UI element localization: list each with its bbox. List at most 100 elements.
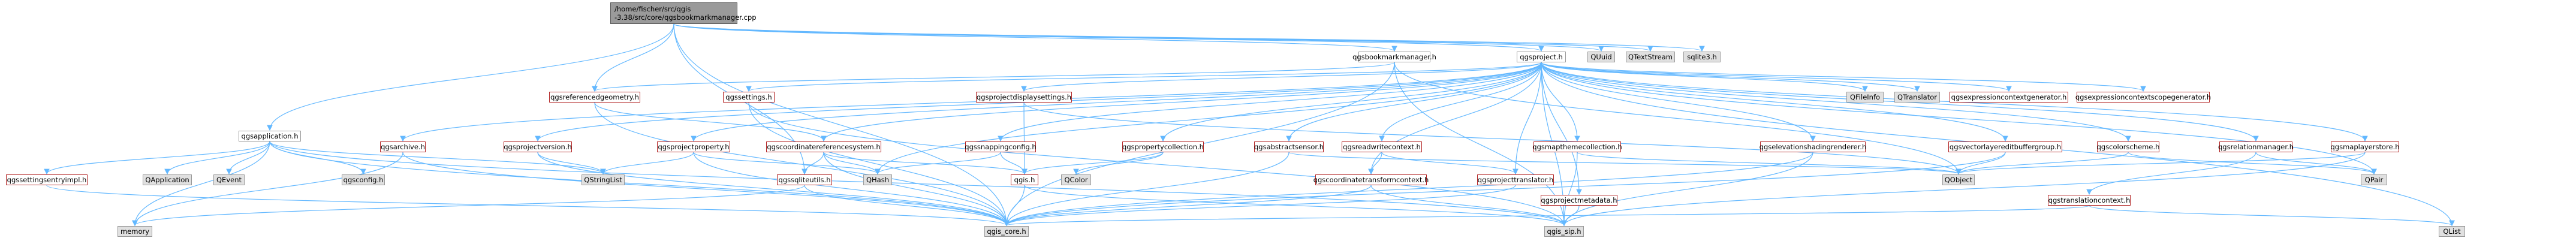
root-file-node[interactable]: /home/fischer/src/qgis-3.38/src/core/qgs… (610, 2, 757, 24)
edge-qgsapplication-h-to-qgis-core-h (269, 141, 1010, 227)
node-qpair[interactable]: QPair (2361, 174, 2387, 185)
node-qstringlist[interactable]: QStringList (582, 174, 625, 185)
node-qgssqliteutils-h[interactable]: qgssqliteutils.h (777, 174, 832, 185)
node-qhash[interactable]: QHash (863, 174, 892, 185)
node-qtranslator[interactable]: QTranslator (1894, 92, 1940, 103)
edge-root-to-sqlite3-h (673, 23, 1705, 52)
edge-qgscoordinatetransformcontext-h-to-qgis-core-h (1004, 185, 1372, 227)
node-qgsmapthemecollection-h[interactable]: qgsmapthemecollection.h (1532, 141, 1622, 152)
edge-qgsproject-h-to-qfileinfo (1541, 62, 1868, 92)
edge-qgsproject-h-to-qgsexpressioncontextgenerator-h (1541, 62, 2012, 92)
edge-qgscoordinatereferencesystem-h-to-qgis-core-h (823, 152, 1010, 227)
node-qgsprojectdisplaysettings-h[interactable]: qgsprojectdisplaysettings.h (976, 92, 1072, 103)
edge-qgsapplication-h-to-memory (132, 141, 270, 227)
node-qtextstream[interactable]: QTextStream (1626, 52, 1675, 62)
node-qgsvectorlayereditbuffergroup-h[interactable]: qgsvectorlayereditbuffergroup.h (1948, 141, 2062, 152)
node-qgssettingsentryimpl-h[interactable]: qgssettingsentryimpl.h (6, 174, 88, 185)
edge-qgscolorscheme-h-to-qpair (2128, 152, 2377, 175)
edge-qgsproject-h-to-qhash (875, 62, 1542, 175)
node-qgsconfig-h[interactable]: qgsconfig.h (342, 174, 385, 185)
edge-qgscoordinatetransformcontext-h-to-qgis-sip-h (1370, 185, 1567, 227)
node-qgstranslationcontext-h[interactable]: qgstranslationcontext.h (2048, 195, 2131, 206)
edge-qgsprojectversion-h-to-qgis-core-h (537, 152, 1010, 227)
edge-qgsbookmarkmanager-h-to-qobject (1394, 62, 1962, 175)
edge-qgselevationshadingrenderer-h-to-qgis-sip-h (1561, 152, 1813, 227)
node-qgssnappingconfig-h[interactable]: qgssnappingconfig.h (965, 141, 1037, 152)
node-qgsabstractsensor-h[interactable]: qgsabstractsensor.h (1254, 141, 1324, 152)
node-qgsprojecttranslator-h[interactable]: qgsprojecttranslator.h (1477, 174, 1554, 185)
edge-qgspropertycollection-h-to-qcolor (1073, 152, 1164, 175)
edge-qgsmaplayerstore-h-to-qobject (1956, 152, 2366, 175)
node-qevent[interactable]: QEvent (213, 174, 245, 185)
edge-qgsmapthemecollection-h-to-qobject (1577, 152, 1962, 175)
node-qgsexpressioncontextscopegenerator-h[interactable]: qgsexpressioncontextscopegenerator.h (2075, 92, 2211, 103)
edge-qgsprojectdisplaysettings-h-to-qobject (1023, 102, 1962, 175)
edge-qgssnappingconfig-h-to-qhash (875, 152, 1001, 175)
edge-qgsprojectproperty-h-to-qhash (693, 152, 881, 175)
node-qgis-sip-h[interactable]: qgis_sip.h (1544, 226, 1584, 237)
node-qgis-core-h[interactable]: qgis_core.h (984, 226, 1029, 237)
node-qlist[interactable]: QList (2439, 226, 2465, 237)
node-qgssettings-h[interactable]: qgssettings.h (723, 92, 775, 103)
node-qfileinfo[interactable]: QFileInfo (1846, 92, 1884, 103)
edge-qgis-h-to-qgis-core-h (1004, 185, 1025, 227)
edge-qgsvectorlayereditbuffergroup-h-to-qgis-core-h (1004, 152, 2006, 227)
edge-qgsproject-h-to-qgsprojecttranslator-h (1513, 62, 1542, 175)
node-qobject[interactable]: QObject (1942, 174, 1975, 185)
edge-qgsarchive-h-to-memory (132, 152, 403, 227)
edge-qgscoordinatereferencesystem-h-to-qgis-h (823, 152, 1028, 175)
node-qgsapplication-h[interactable]: qgsapplication.h (239, 131, 301, 141)
node-qgsmaplayerstore-h[interactable]: qgsmaplayerstore.h (2330, 141, 2400, 152)
edge-qgscoordinatereferencesystem-h-to-qgssqliteutils-h (802, 152, 824, 175)
node-qgis-h[interactable]: qgis.h (1011, 174, 1038, 185)
root-path-line-1: /home/fischer/src/qgis (614, 5, 691, 13)
edge-qgssettings-h-to-qgis-core-h (748, 102, 1010, 227)
edge-qgsprojectproperty-h-to-qgis-core-h (693, 152, 1010, 227)
node-qapplication[interactable]: QApplication (143, 174, 192, 185)
edge-qgsproject-h-to-qgspropertycollection-h (1160, 62, 1542, 142)
edge-root-to-qgsbookmarkmanager-h (673, 23, 1397, 52)
node-qgsrelationmanager-h[interactable]: qgsrelationmanager.h (2218, 141, 2294, 152)
node-qgsprojectversion-h[interactable]: qgsprojectversion.h (504, 141, 572, 152)
edge-qgselevationshadingrenderer-h-to-qgis-core-h (1004, 152, 1813, 227)
node-qgsprojectmetadata-h[interactable]: qgsprojectmetadata.h (1541, 195, 1617, 206)
edge-qgscolorscheme-h-to-qobject (1956, 152, 2129, 175)
node-qgspropertycollection-h[interactable]: qgspropertycollection.h (1122, 141, 1204, 152)
edge-qgsapplication-h-to-qgssettingsentryimpl-h (44, 141, 270, 175)
edge-qgsprojectproperty-h-to-qstringlist (600, 152, 694, 175)
edge-qgsabstractsensor-h-to-qobject (1288, 152, 1962, 175)
node-sqlite3-h[interactable]: sqlite3.h (1683, 52, 1721, 62)
edge-qgsproject-h-to-qgsprojectdisplaysettings-h (1021, 62, 1542, 92)
edge-qgsproject-h-to-qgsarchive-h (400, 62, 1542, 142)
edge-qgstranslationcontext-h-to-qgis-core-h (1004, 205, 2090, 227)
node-qgsarchive-h[interactable]: qgsarchive.h (380, 141, 426, 152)
edge-qgsapplication-h-to-qapplication (164, 141, 270, 175)
node-qgscoordinatetransformcontext-h[interactable]: qgscoordinatetransformcontext.h (1313, 174, 1429, 185)
node-qgsreferencedgeometry-h[interactable]: qgsreferencedgeometry.h (549, 92, 640, 103)
edge-qgsrelationmanager-h-to-qgstranslationcontext-h (2086, 152, 2256, 195)
edge-qgsproject-h-to-qgssettings-h (746, 62, 1542, 92)
node-qgselevationshadingrenderer-h[interactable]: qgselevationshadingrenderer.h (1759, 141, 1866, 152)
edge-qgssettingsentryimpl-h-to-qgis-core-h (46, 185, 1010, 227)
edge-qgsapplication-h-to-qevent (226, 141, 270, 175)
edge-qgstranslationcontext-h-to-qlist (2089, 205, 2455, 227)
edge-qgsreferencedgeometry-h-to-qgscoordinatereferencesystem-h (594, 102, 827, 142)
edge-qgis-h-to-qgis-sip-h (1024, 185, 1567, 227)
edge-root-to-qgis-core-h (673, 23, 1010, 227)
node-qgsbookmarkmanager-h[interactable]: qgsbookmarkmanager.h (1352, 52, 1436, 62)
node-memory[interactable]: memory (117, 226, 152, 237)
node-qgscolorscheme-h[interactable]: qgscolorscheme.h (2097, 141, 2159, 152)
node-qgscoordinatereferencesystem-h[interactable]: qgscoordinatereferencesystem.h (766, 141, 881, 152)
edge-qgsprojectdisplaysettings-h-to-qgis-h (1022, 102, 1028, 175)
node-qgsreadwritecontext-h[interactable]: qgsreadwritecontext.h (1342, 141, 1422, 152)
node-qgsexpressioncontextgenerator-h[interactable]: qgsexpressioncontextgenerator.h (1950, 92, 2068, 103)
edge-qgsabstractsensor-h-to-qgis-core-h (1004, 152, 1289, 227)
edge-qgsreadwritecontext-h-to-qgsprojecttranslator-h (1381, 152, 1519, 175)
node-quuid[interactable]: QUuid (1587, 52, 1615, 62)
node-qgsproject-h[interactable]: qgsproject.h (1517, 52, 1566, 62)
edge-root-to-qgsapplication-h (267, 23, 674, 131)
node-qcolor[interactable]: QColor (1061, 174, 1091, 185)
node-qgsprojectproperty-h[interactable]: qgsprojectproperty.h (657, 141, 730, 152)
